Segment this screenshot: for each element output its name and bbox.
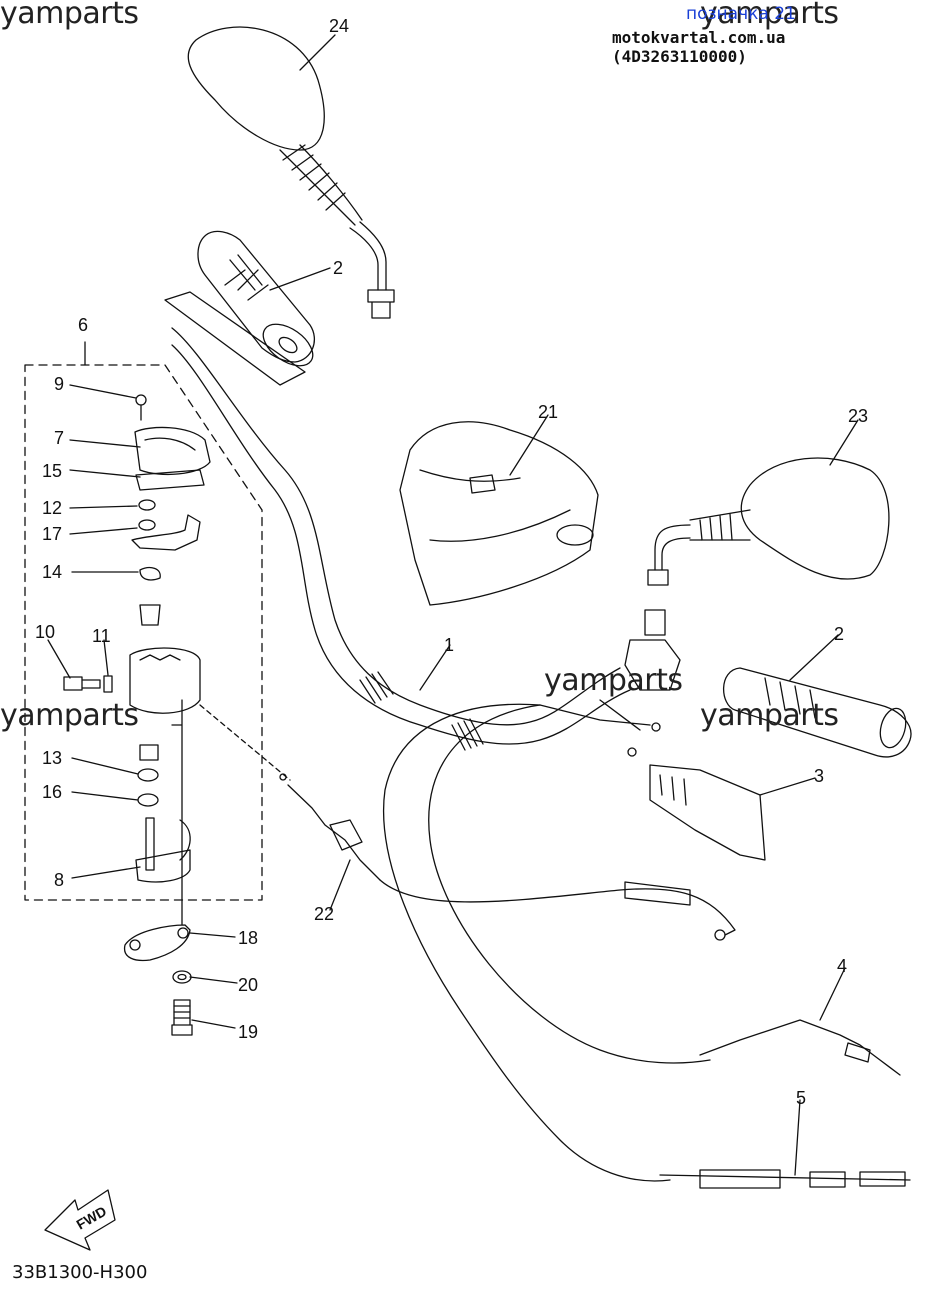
- callout-20: 20: [238, 975, 258, 995]
- callout-1: 1: [444, 635, 454, 655]
- throttle-housing: [63, 394, 291, 926]
- assembly-box-6: [24, 364, 263, 901]
- callout-7: 7: [54, 428, 64, 448]
- callout-2-lower: 2: [834, 624, 844, 644]
- grip-2-lower: [624, 609, 912, 758]
- watermark: yamparts: [544, 663, 683, 698]
- watermark: yamparts: [0, 0, 139, 31]
- switch-boot-3: [649, 764, 766, 861]
- callout-22: 22: [314, 904, 334, 924]
- callout-3: 3: [814, 766, 824, 786]
- fwd-arrow-icon: FWD: [44, 1189, 116, 1251]
- part-link[interactable]: позначка 21: [686, 4, 796, 24]
- callout-numbers: 1 2 2 3 4 5 6 7 8 9 10 11 12 13 14 15 16…: [35, 16, 868, 1108]
- diagram-reference: 33B1300-H300: [12, 1262, 148, 1283]
- grip-2-upper: [164, 230, 315, 386]
- fwd-label: FWD: [74, 1203, 110, 1233]
- leader-lines: [47, 34, 859, 1176]
- callout-5: 5: [796, 1088, 806, 1108]
- handlebar-1: [171, 327, 631, 751]
- callout-14: 14: [42, 562, 62, 582]
- callout-24: 24: [329, 16, 349, 36]
- cowl-21: [399, 421, 599, 606]
- callout-16: 16: [42, 782, 62, 802]
- source-label: motokvartal.com.ua (4D3263110000): [612, 28, 786, 66]
- mirror-23: [647, 457, 890, 586]
- callout-21: 21: [538, 402, 558, 422]
- callout-10: 10: [35, 622, 55, 642]
- callout-8: 8: [54, 870, 64, 890]
- callout-13: 13: [42, 748, 62, 768]
- callout-11: 11: [92, 626, 111, 646]
- callout-12: 12: [42, 498, 62, 518]
- watermark: yamparts: [0, 698, 139, 733]
- washer-20: [172, 970, 192, 984]
- watermark: yamparts: [700, 698, 839, 733]
- throttle-cable-22: [279, 773, 736, 941]
- callout-2-upper: 2: [333, 258, 343, 278]
- cable-clamp-18: [123, 924, 191, 962]
- mirror-24: [187, 26, 395, 319]
- callout-18: 18: [238, 928, 258, 948]
- callout-6: 6: [78, 315, 88, 335]
- bolt-19: [171, 999, 193, 1036]
- callout-17: 17: [42, 524, 62, 544]
- callout-19: 19: [238, 1022, 258, 1042]
- callout-4: 4: [837, 956, 847, 976]
- callout-9: 9: [54, 374, 64, 394]
- callout-23: 23: [848, 406, 868, 426]
- callout-15: 15: [42, 461, 62, 481]
- cables-4-5: [383, 699, 911, 1189]
- watermark: yamparts: [700, 0, 839, 31]
